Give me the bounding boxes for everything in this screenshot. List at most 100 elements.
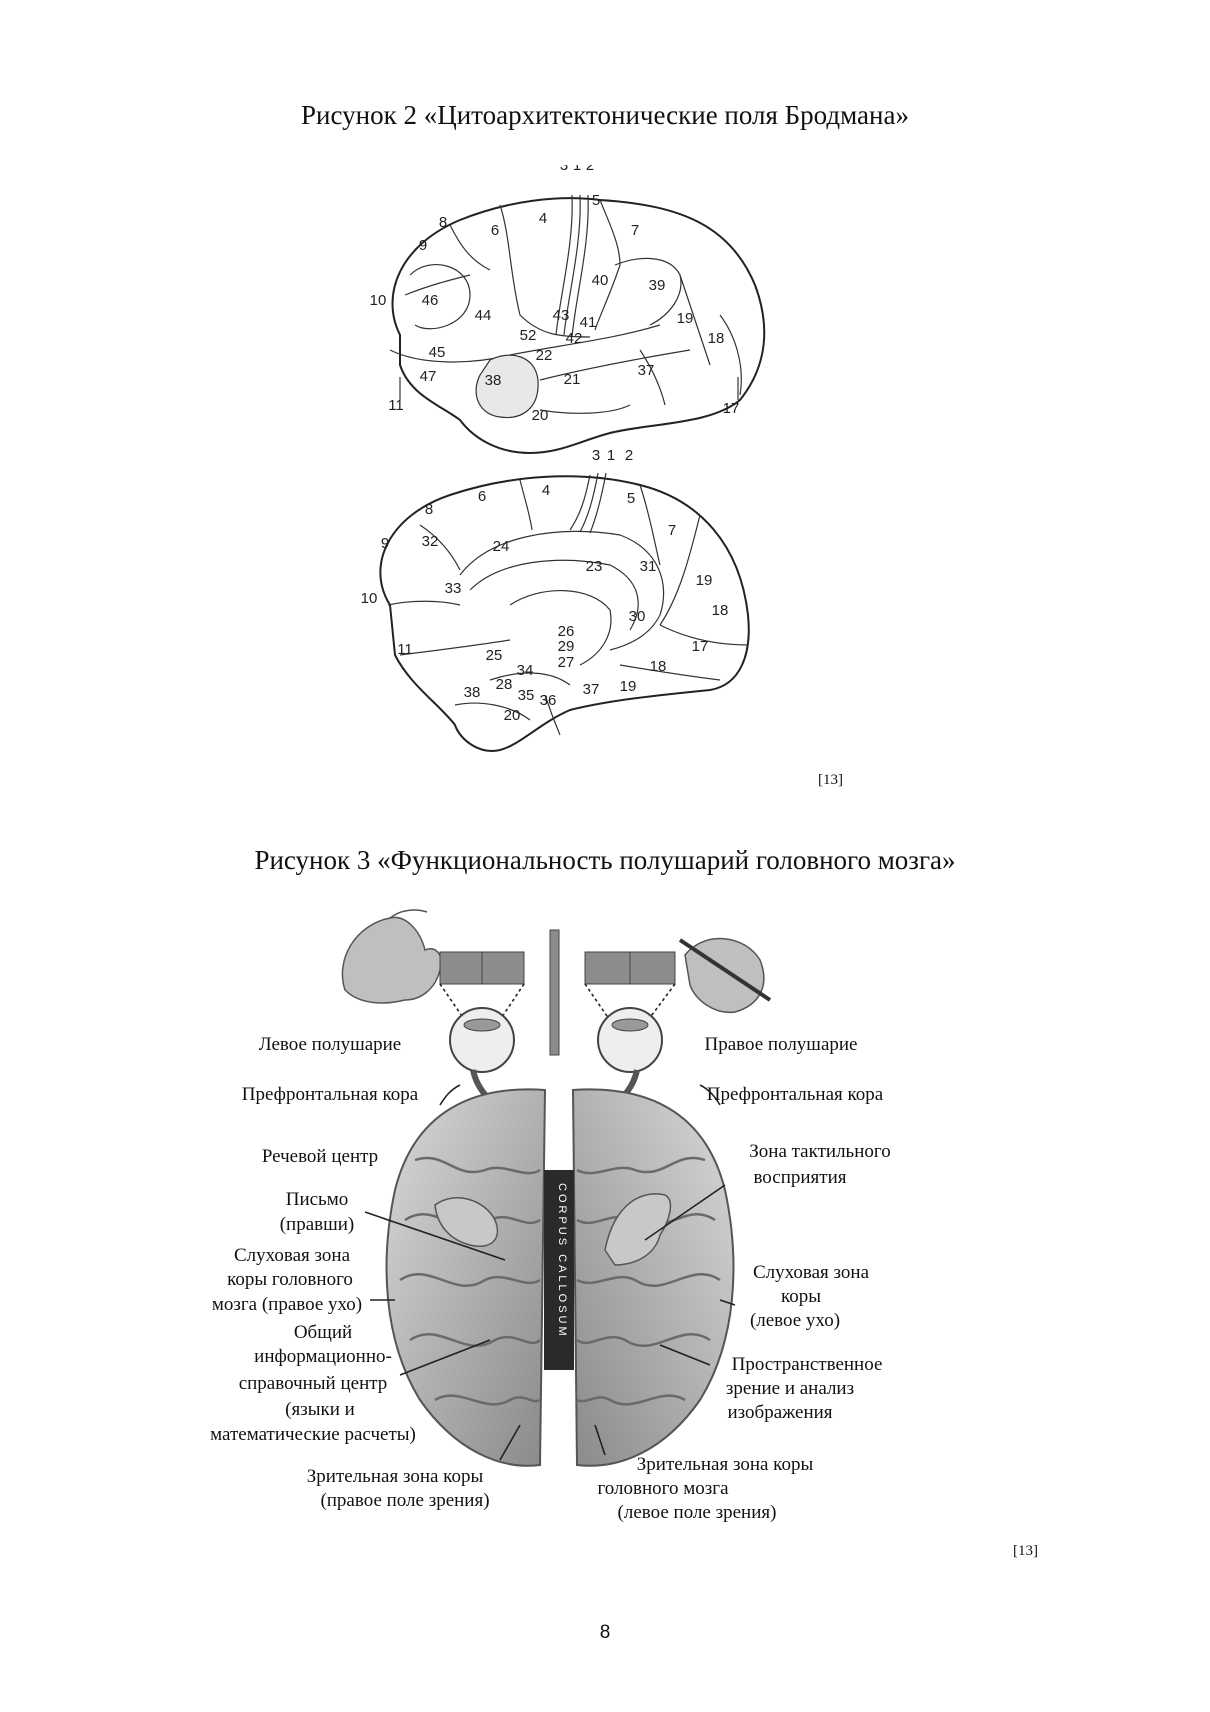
visual-right-label: (левое поле зрения) [618, 1502, 777, 1523]
field-label: 8 [425, 501, 433, 518]
left-prefrontal-label: Префронтальная кора [242, 1084, 419, 1105]
field-label: 2 [625, 447, 633, 464]
spatial-vision-label: зрение и анализ [726, 1378, 854, 1399]
auditory-left-label: коры головного [227, 1269, 353, 1290]
figure-2-title: Рисунок 2 «Цитоархитектонические поля Бр… [301, 100, 909, 130]
field-label: 10 [361, 590, 378, 607]
field-label: 42 [566, 330, 583, 347]
speech-center-label: Речевой центр [262, 1146, 378, 1167]
field-label: 18 [708, 330, 725, 347]
auditory-right-label: Слуховая зона [753, 1262, 870, 1283]
field-label: 21 [564, 371, 581, 388]
corpus-callosum [544, 1170, 574, 1370]
field-label: 6 [478, 488, 486, 505]
general-center-label: (языки и [285, 1399, 355, 1420]
general-center-label: Общий [294, 1322, 352, 1343]
divider-bar [549, 929, 560, 1056]
field-label: 5 [627, 490, 635, 507]
field-label: 29 [558, 638, 575, 655]
field-label: 4 [539, 210, 547, 227]
brodmann-fields-diagram: 3 1 2 5 8 6 4 7 9 40 3 9 10 46 44 43 41 1… [361, 165, 766, 752]
spatial-vision-label: Пространственное [732, 1354, 883, 1375]
field-label: 24 [493, 538, 510, 555]
lateral-top-labels: 3 1 2 [560, 165, 594, 174]
field-label: 33 [445, 580, 462, 597]
field-label: 5 [592, 192, 600, 209]
field-label: 17 [723, 400, 740, 417]
field-label: 38 [485, 372, 502, 389]
field-label: 3 [592, 447, 600, 464]
field-label: 9 [381, 535, 389, 552]
tactile-zone-label: Зона тактильного [749, 1141, 890, 1162]
field-label: 9 [419, 237, 427, 254]
field-label: 19 [620, 678, 637, 695]
figure-2-reference: [13] [818, 772, 843, 788]
field-label: 20 [504, 707, 521, 724]
general-center-label: математические расчеты) [210, 1424, 416, 1445]
field-label: 22 [536, 347, 553, 364]
field-label: 19 [696, 572, 713, 589]
corpus-callosum-label: CORPUS CALLOSUM [556, 1183, 568, 1339]
writing-label: (правши) [280, 1214, 355, 1235]
writing-label: Письмо [286, 1189, 349, 1210]
left-hemisphere [385, 1088, 547, 1467]
field-label: 37 [638, 362, 655, 379]
right-hemisphere [571, 1088, 735, 1467]
field-label: 1 [607, 447, 615, 464]
lateral-field-labels: 5 8 6 4 7 9 40 39 10 46 44 43 41 19 52 4… [370, 192, 740, 424]
field-label: 10 [370, 292, 387, 309]
field-label: 26 [558, 623, 575, 640]
field-label: 46 [422, 292, 439, 309]
auditory-left-label: Слуховая зона [234, 1245, 351, 1266]
field-label: 8 [439, 214, 447, 231]
field-label: 7 [668, 522, 676, 539]
field-label: 20 [532, 407, 549, 424]
left-hemisphere-label: Левое полушарие [259, 1034, 402, 1055]
right-visual-field-screen [584, 951, 676, 1036]
tactile-hand-icon [604, 1193, 672, 1266]
hemisphere-functionality-diagram: CORPUS CALLOSUM Левое полушарие Префронт… [210, 909, 891, 1523]
auditory-right-label: (левое ухо) [750, 1310, 840, 1331]
left-hand-icon [341, 909, 442, 1004]
visual-right-label: головного мозга [597, 1478, 729, 1499]
field-label: 32 [422, 533, 439, 550]
field-label: 27 [558, 654, 575, 671]
field-label: 2 [586, 165, 594, 174]
lateral-view: 3 1 2 5 8 6 4 7 9 40 39 10 46 44 43 41 1… [370, 165, 766, 455]
field-label: 45 [429, 344, 446, 361]
field-label: 18 [650, 658, 667, 675]
field-label: 44 [475, 307, 492, 324]
left-labels: Левое полушарие Префронтальная кора Рече… [210, 1034, 489, 1511]
medial-field-labels: 6 4 5 8 7 9 32 24 23 31 19 33 10 18 30 1… [361, 482, 729, 724]
field-label: 31 [640, 558, 657, 575]
auditory-left-label: мозга (правое ухо) [212, 1294, 362, 1315]
auditory-right-label: коры [781, 1286, 821, 1307]
general-center-label: справочный центр [239, 1373, 388, 1394]
right-hand-writing-icon [678, 937, 772, 1014]
field-label: 35 [518, 687, 535, 704]
field-label: 43 [553, 307, 570, 324]
figure-3-reference: [13] [1013, 1543, 1038, 1559]
field-label: 40 [592, 272, 609, 289]
visual-right-label: Зрительная зона коры [637, 1454, 814, 1475]
medial-view: 3 1 2 6 4 5 8 7 9 32 24 23 31 19 33 10 1… [361, 447, 750, 752]
field-label: 34 [517, 662, 534, 679]
figure-3-title: Рисунок 3 «Функциональность полушарий го… [254, 845, 956, 875]
field-label: 52 [520, 327, 537, 344]
right-hemisphere-label: Правое полушарие [705, 1034, 858, 1055]
field-label: 11 [388, 397, 404, 414]
field-label: 17 [692, 638, 709, 655]
field-label: 38 [464, 684, 481, 701]
field-label: 25 [486, 647, 503, 664]
field-label: 28 [496, 676, 513, 693]
page-number: 8 [599, 1622, 611, 1643]
field-label: 47 [420, 368, 437, 385]
field-label: 41 [580, 314, 597, 331]
field-label: 6 [491, 222, 499, 239]
general-center-label: информационно- [254, 1346, 392, 1367]
field-label: 19 [677, 310, 694, 327]
visual-left-label: Зрительная зона коры [307, 1466, 484, 1487]
field-label: 7 [631, 222, 639, 239]
medial-top-labels: 3 1 2 [592, 447, 633, 464]
field-label: 3 [560, 165, 568, 174]
